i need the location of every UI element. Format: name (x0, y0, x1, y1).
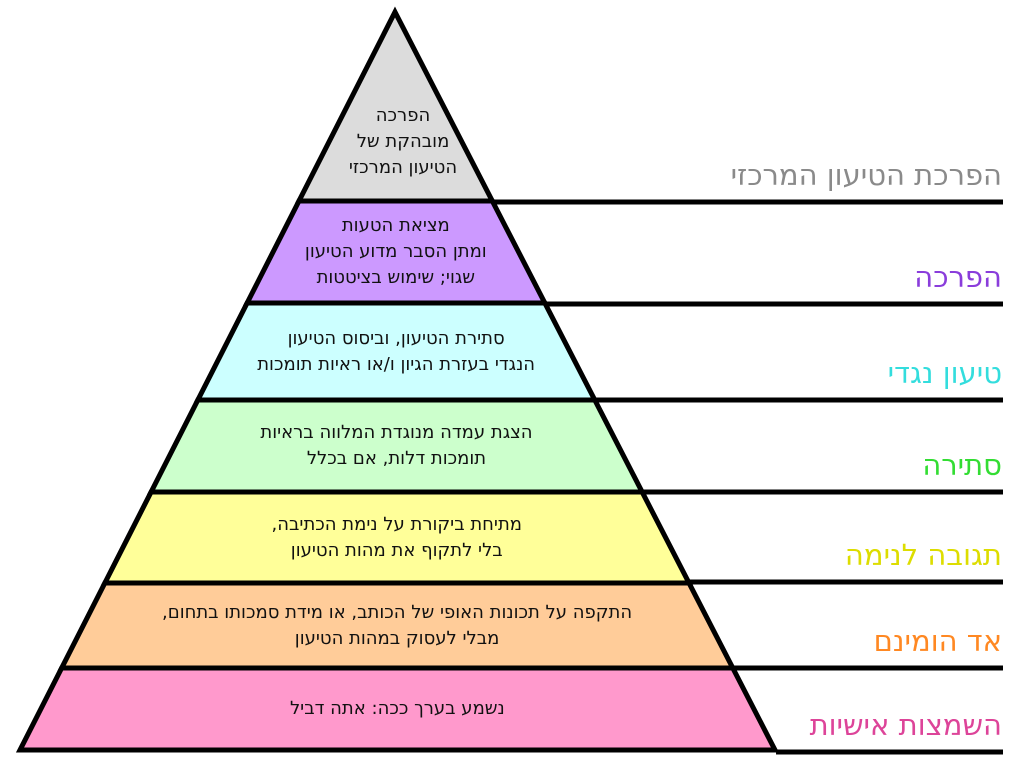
level-label: הפרכת הטיעון המרכזי (730, 158, 1002, 192)
description-line: ומתן הסבר מדוע הטיעון (304, 241, 487, 262)
level-description: התקפה על תכונות האופי של הכותב, או מידת … (162, 600, 632, 652)
level-label: סתירה (922, 448, 1002, 482)
level-description: נשמע בערך ככה: אתה דביל (290, 696, 505, 722)
description-line: הצגת עמדה מנוגדת המלווה בראיות (260, 422, 533, 443)
pyramid-level-7 (15, 665, 780, 753)
description-line: מובהקת של (356, 131, 450, 152)
description-line: שגוי; שימוש בציטטות (316, 267, 476, 288)
level-description: מציאת הטעות ומתן הסבר מדוע הטיעון שגוי; שי… (305, 213, 487, 291)
description-line: סתירת הטיעון, וביסוס הטיעון (287, 327, 505, 349)
description-line: תומכות דלות, אם בכלל (306, 448, 487, 469)
level-label: טיעון נגדי (887, 356, 1002, 390)
description-line: מתיחת ביקורת על נימת הכתיבה, (271, 513, 522, 535)
description-line: מציאת הטעות (341, 215, 450, 236)
description-line: מבלי לעסוק במהות הטיעון (294, 627, 500, 649)
description-line: הפרכה (375, 105, 431, 126)
level-label: הפרכה (914, 260, 1002, 294)
level-label: השמצות אישיות (809, 708, 1002, 742)
level-label: תגובה לנימה (844, 538, 1002, 572)
level-description: סתירת הטיעון, וביסוס הטיעון הנגדי בעזרת ה… (257, 326, 535, 378)
level-description: הצגת עמדה מנוגדת המלווה בראיות תומכות דלו… (260, 420, 532, 472)
description-line: התקפה על תכונות האופי של הכותב, או מידת … (162, 601, 633, 623)
description-line: בלי לתקוף את מהות הטיעון (290, 539, 503, 561)
description-line: נשמע בערך ככה: אתה דביל (289, 698, 505, 719)
level-description: הפרכה מובהקת של הטיעון המרכזי (349, 103, 457, 181)
level-description: מתיחת ביקורת על נימת הכתיבה, בלי לתקוף את… (272, 512, 522, 564)
description-line: הנגדי בעזרת הגיון ו/או ראיות תומכות (257, 353, 536, 375)
level-label: אד הומינם (873, 624, 1002, 658)
description-line: הטיעון המרכזי (348, 157, 458, 178)
